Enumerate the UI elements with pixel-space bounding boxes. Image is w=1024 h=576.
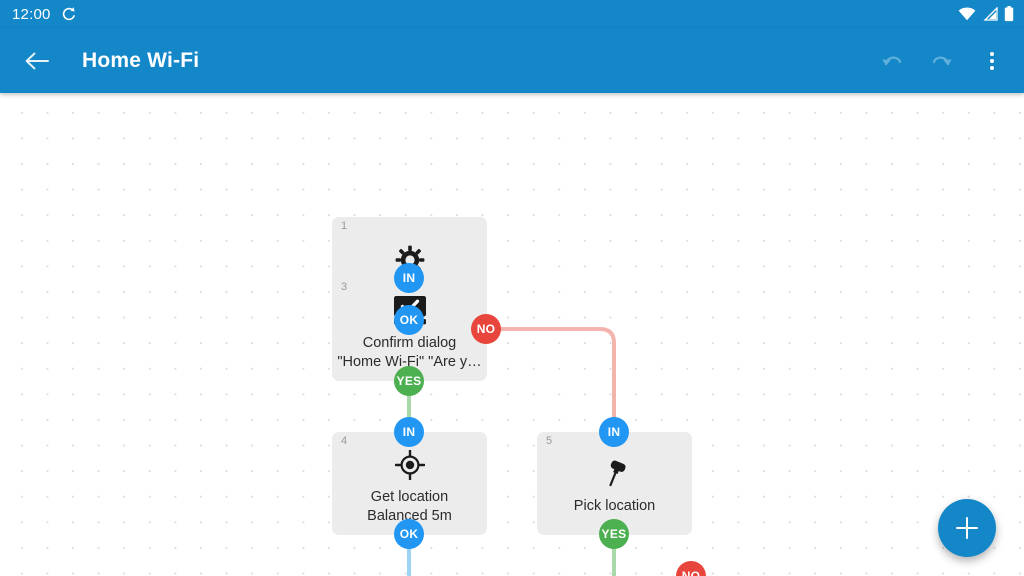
flow-node-5[interactable]: 5 Pick location xyxy=(537,432,692,535)
port-no-node5[interactable]: NO xyxy=(676,561,706,576)
toolbar-actions xyxy=(876,45,1008,77)
map-pin-icon xyxy=(599,457,631,491)
overflow-menu-icon[interactable] xyxy=(976,45,1008,77)
port-ok-node1[interactable]: OK xyxy=(394,305,424,335)
redo-icon[interactable] xyxy=(926,45,958,77)
port-no-node3[interactable]: NO xyxy=(471,314,501,344)
port-ok-node4[interactable]: OK xyxy=(394,519,424,549)
wifi-icon xyxy=(958,7,976,21)
status-bar: 12:00 xyxy=(0,0,1024,28)
node-label: Get location xyxy=(370,488,449,505)
node-number: 3 xyxy=(341,281,348,293)
status-clock: 12:00 xyxy=(12,5,51,23)
connector-wires xyxy=(407,227,616,576)
port-in-node4[interactable]: IN xyxy=(394,417,424,447)
gps-location-icon xyxy=(394,448,425,482)
flow-node-4[interactable]: 4 Get location Balanced 5 xyxy=(332,432,487,535)
node-number: 4 xyxy=(341,435,348,447)
port-in-node5[interactable]: IN xyxy=(599,417,629,447)
node-label: Confirm dialog xyxy=(362,334,457,351)
back-arrow-icon[interactable] xyxy=(18,42,56,80)
node-label: Pick location xyxy=(573,498,656,515)
node-number: 5 xyxy=(546,435,553,447)
port-yes-node5[interactable]: YES xyxy=(599,519,629,549)
port-yes-node3[interactable]: YES xyxy=(394,366,424,396)
undo-icon[interactable] xyxy=(876,45,908,77)
node-number: 1 xyxy=(341,220,348,232)
port-in-node3[interactable]: IN xyxy=(394,263,424,293)
status-icons xyxy=(958,6,1014,22)
battery-icon xyxy=(1004,6,1014,22)
app-toolbar: Home Wi-Fi xyxy=(0,28,1024,93)
refresh-icon xyxy=(61,6,77,22)
page-title: Home Wi-Fi xyxy=(82,48,200,72)
add-block-fab[interactable] xyxy=(938,499,996,557)
flow-canvas[interactable]: 1 xyxy=(0,93,1024,576)
cell-signal-icon xyxy=(982,7,998,21)
